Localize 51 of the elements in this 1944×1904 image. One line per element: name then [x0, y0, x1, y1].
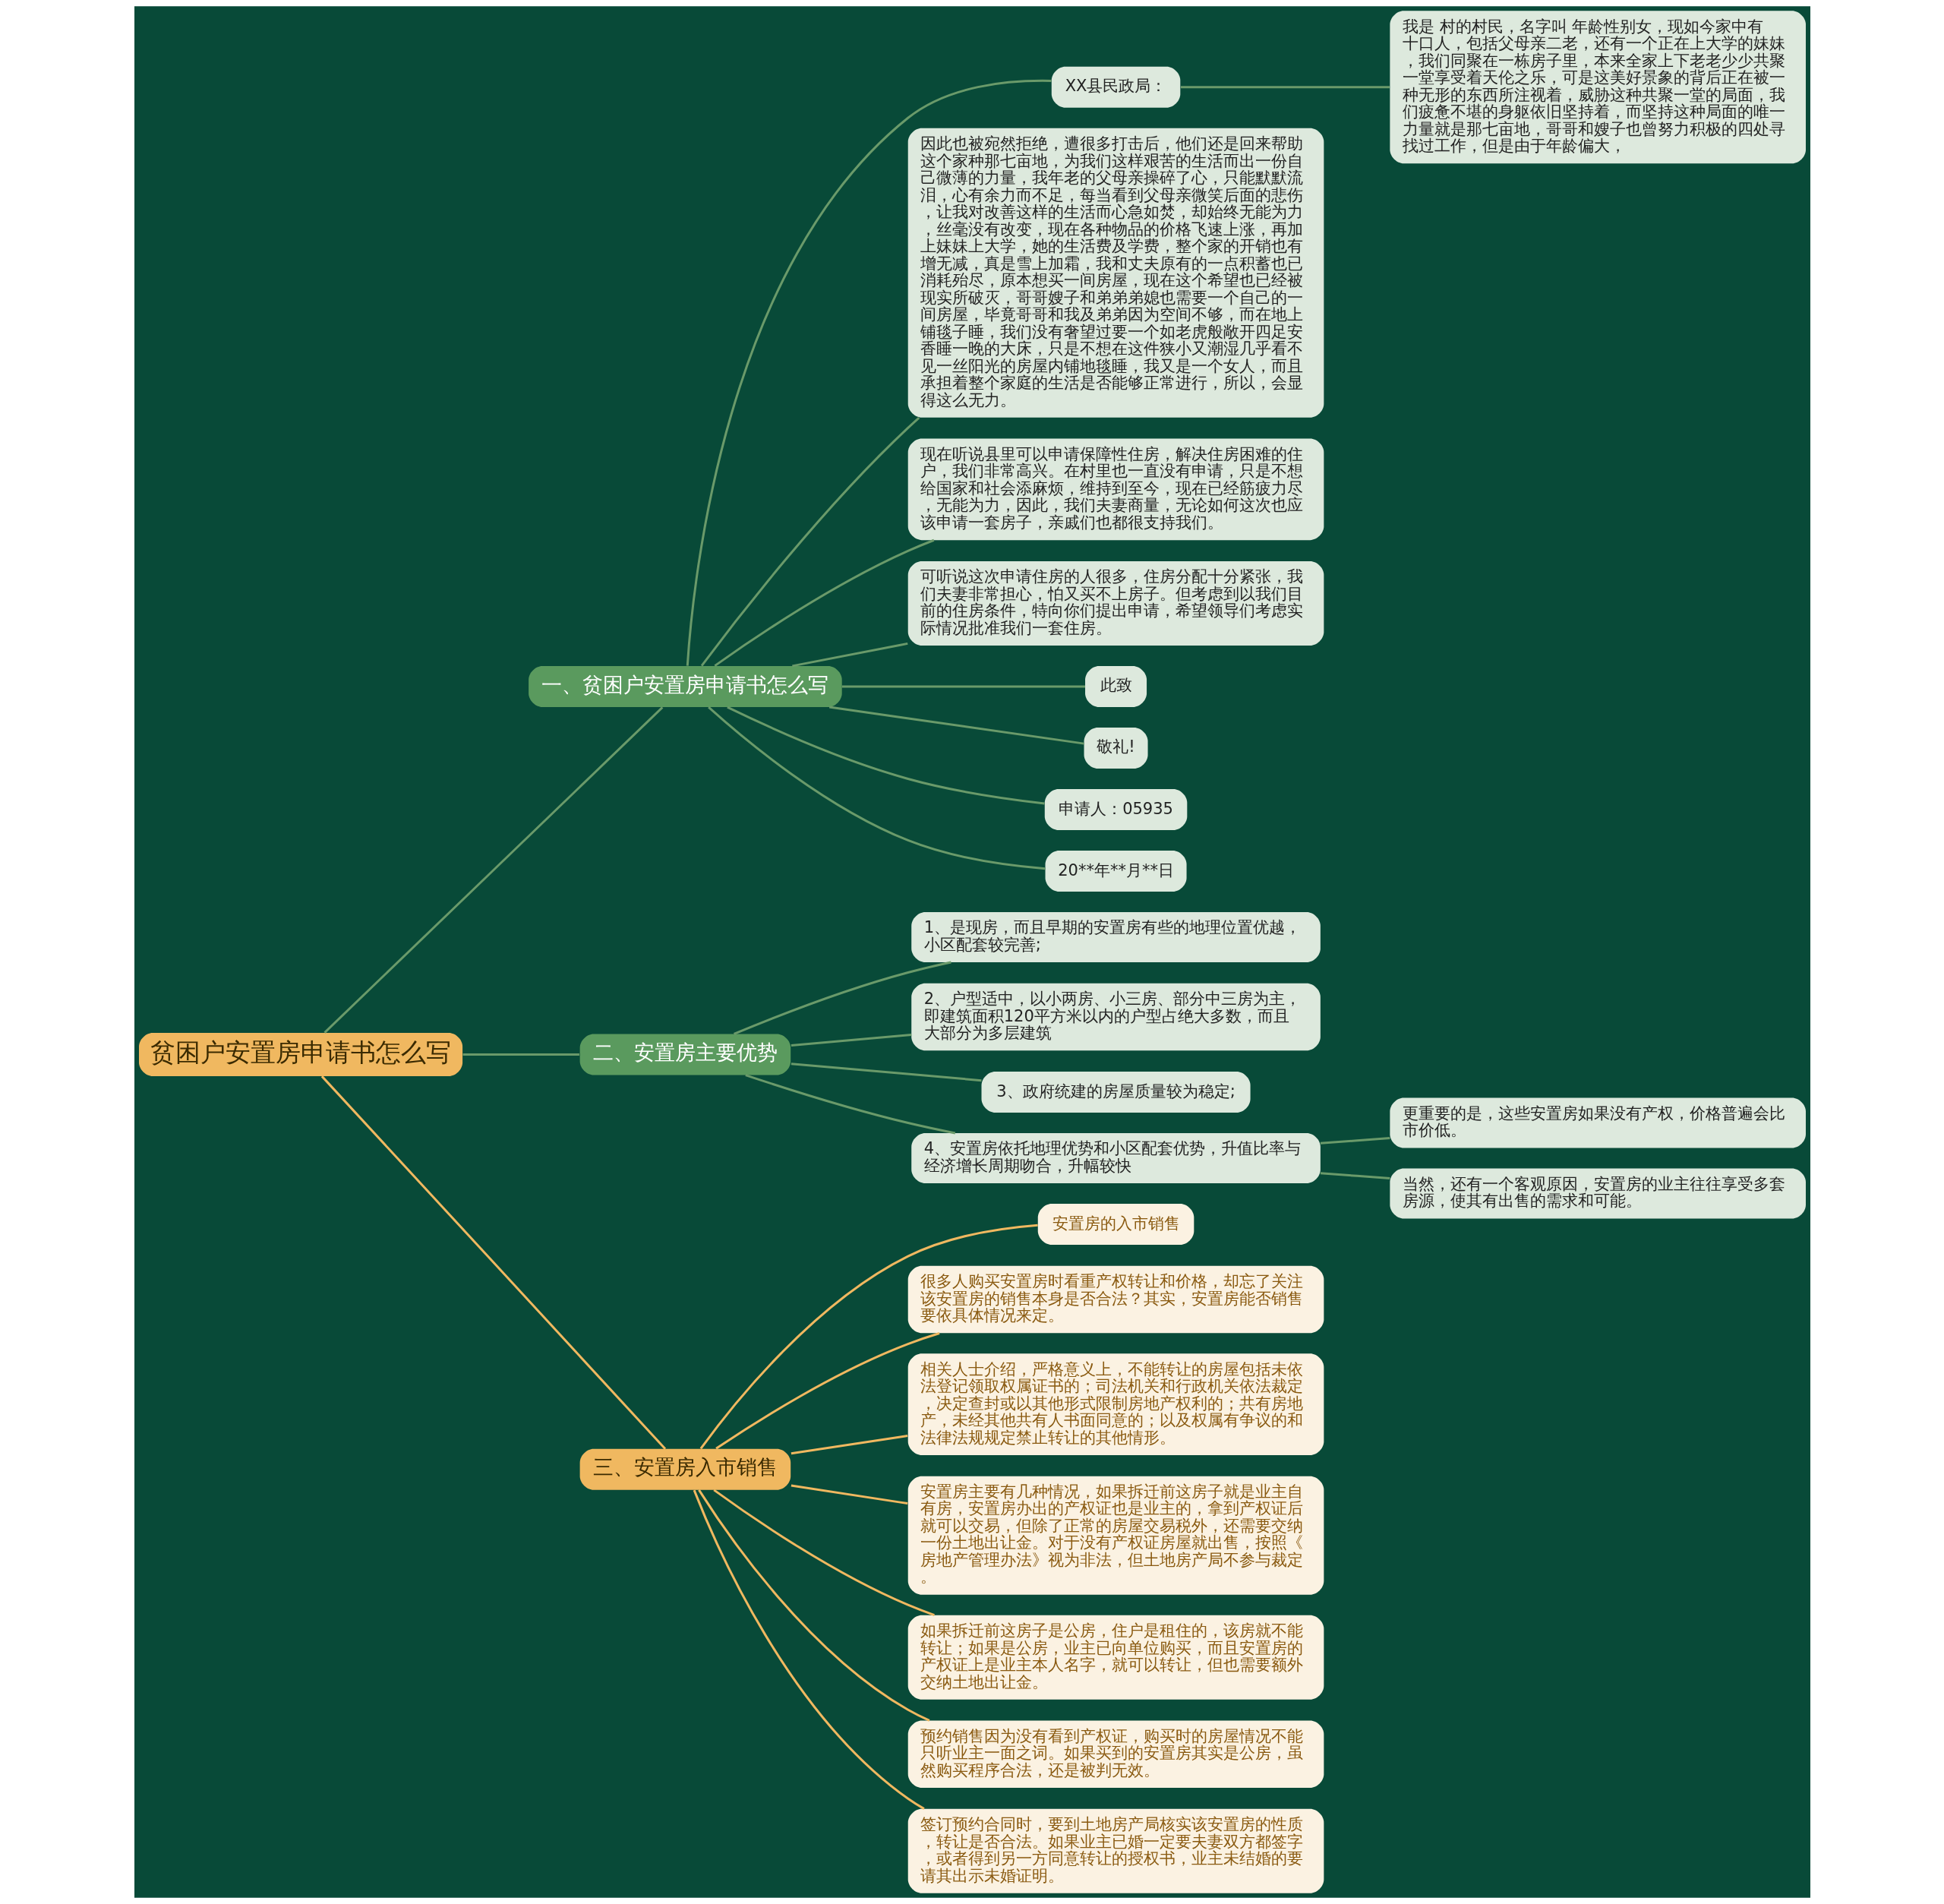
connector: [841, 685, 1085, 688]
node-box: 更重要的是，这些安置房如果没有产权，价格普遍会比市价低。: [1389, 1097, 1806, 1148]
node-box: 20**年**月**日: [1045, 850, 1187, 892]
connector: [828, 706, 1084, 745]
connector: [686, 79, 1051, 666]
connector: [712, 1489, 935, 1617]
connector: [1320, 1172, 1390, 1179]
connector: [713, 538, 934, 667]
node-box: 预约销售因为没有看到产权证，购买时的房屋情况不能只听业主一面之词。如果买到的安置房其实是公房，虽然购买程序合法，还是被判无效。: [907, 1720, 1324, 1788]
node-box: XX县民政局：: [1051, 66, 1180, 108]
node-box: 一、贫困户安置房申请书怎么写: [528, 665, 842, 707]
connector: [323, 706, 663, 1034]
connector: [693, 1489, 925, 1810]
connector: [462, 1053, 579, 1056]
node-box: 如果拆迁前这房子是公房，住户是租住的，该房就不能转让；如果是公房，业主已向单位购买，而且安置房的产权证上是业主本人名字，就可以转让，但也需要额外交纳土地出让金。: [907, 1615, 1324, 1700]
node-box: 安置房主要有几种情况，如果拆迁前这房子就是业主自有房，安置房办出的产权证也是业主的，拿到产权证后就可以交易，但除了正常的房屋交易税外，还需要交纳一份土地出让金。对于没有产权证房屋就出售，按照《房地产管理办法》视为非法，但土地房产局不参与裁定。: [907, 1476, 1324, 1595]
node-box: 相关人士介绍，严格意义上，不能转让的房屋包括未依法登记领取权属证书的；司法机关和行政机关依法裁定，决定查封或以其他形式限制房地产权利的；共有房地产，未经其他共有人书面同意的；以及权属有争议的和法律法规规定禁止转让的其他情形。: [907, 1353, 1324, 1455]
connector: [733, 961, 951, 1035]
connector: [700, 416, 920, 667]
node-box: 敬礼!: [1084, 727, 1148, 769]
node-box: 2、户型适中，以小两房、小三房、部分中三房为主，即建筑面积120平方米以内的户型占绝大多数，而且大部分为多层建筑: [910, 983, 1321, 1051]
connector: [791, 1063, 982, 1082]
node-box: 当然，还有一个客观原因，安置房的业主往往享受多套房源，使其有出售的需求和可能。: [1389, 1168, 1806, 1219]
node-box: 4、安置房依托地理优势和小区配套优势，升值比率与经济增长周期吻合，升幅较快: [910, 1133, 1321, 1184]
node-box: 二、安置房主要优势: [579, 1034, 791, 1075]
node-box: 安置房的入市销售: [1037, 1204, 1194, 1246]
node-box: 申请人：05935: [1044, 788, 1187, 830]
node-box: 我是 村的村民，名字叫 年龄性别女，现如今家中有十口人，包括父母亲二老，还有一个正在上大学的妹妹，我们同聚在一栋房子里，本来全家上下老老少少共聚一堂享受着天伦之乐，可是这美好景象的背后正在被一种无形的东西所注视着，威胁这种共聚一堂的局面，我们疲惫不堪的身躯依旧坚持着，而坚持这种局面的唯一力量就是那七亩地，哥哥和嫂子也曾努力积极的四处寻找过工作，但是由于年龄偏大，: [1389, 11, 1806, 164]
node-box: 很多人购买安置房时看重产权转让和价格，却忘了关注该安置房的销售本身是否合法？其实，安置房能否销售要依具体情况来定。: [907, 1265, 1324, 1334]
connector: [697, 1489, 929, 1722]
node-box: 因此也被宛然拒绝，遭很多打击后，他们还是回来帮助这个家种那七亩地，为我们这样艰苦的生活而出一份自己微薄的力量，我年老的父母亲操碎了心，只能默默流泪，心有余力而不足，每当看到父母亲微笑后面的悲伤，让我对改善这样的生活而心急如焚，却始终无能为力，丝毫没有改变，现在各种物品的价格飞速上涨，再加上妹妹上大学，她的生活费及学费，整个家的开销也有增无减，真是雪上加霜，我和丈夫原有的一点积蓄也已消耗殆尽，原本想买一间房屋，现在这个希望也已经被现实所破灭，哥哥嫂子和弟弟弟媳也需要一个自己的一间房屋，毕竟哥哥和我及弟弟因为空间不够，而在地上铺毯子睡，我们没有奢望过要一个如老虎般敞开四足安香睡一晚的大床，只是不想在这件狭小又潮湿几乎看不见一丝阳光的房屋内铺地毯睡，我又是一个女人，而且承担着整个家庭的生活是否能够正常进行，所以，会显得这么无力。: [907, 128, 1324, 418]
connector: [320, 1075, 666, 1450]
node-box: 现在听说县里可以申请保障性住房，解决住房困难的住户，我们非常高兴。在村里也一直没有申请，只是不想给国家和社会添麻烦，维持到至今，现在已经筋疲力尽，无能为力，因此，我们夫妻商量，无论如何这次也应该申请一套房子，亲戚们也都很支持我们。: [907, 438, 1324, 541]
connector: [744, 1074, 955, 1135]
connector: [715, 1332, 939, 1450]
node-box: 3、政府统建的房屋质量较为稳定;: [981, 1072, 1251, 1113]
connector: [726, 706, 1045, 805]
connector: [699, 1224, 1038, 1450]
connector: [1320, 1137, 1390, 1145]
node-box: 贫困户安置房申请书怎么写: [138, 1033, 462, 1077]
node-box: 三、安置房入市销售: [579, 1448, 791, 1490]
connector: [791, 642, 908, 668]
node-box: 1、是现房，而且早期的安置房有些的地理位置优越，小区配套较完善;: [910, 912, 1321, 962]
connector: [1180, 86, 1390, 89]
connector: [707, 706, 1046, 870]
connector: [791, 1034, 911, 1047]
node-box: 可听说这次申请住房的人很多，住房分配十分紧张，我们夫妻非常担心，怕又买不上房子。但考虑到以我们目前的住房条件，特向你们提出申请，希望领导们考虑实际情况批准我们一套住房。: [907, 560, 1324, 646]
connector: [791, 1484, 907, 1505]
node-box: 此致: [1084, 665, 1147, 707]
connector: [791, 1435, 907, 1455]
node-box: 签订预约合同时，要到土地房产局核实该安置房的性质，转让是否合法。如果业主已婚一定要夫妻双方都签字，或者得到另一方同意转让的授权书，业主未结婚的要请其出示未婚证明。: [907, 1808, 1324, 1893]
